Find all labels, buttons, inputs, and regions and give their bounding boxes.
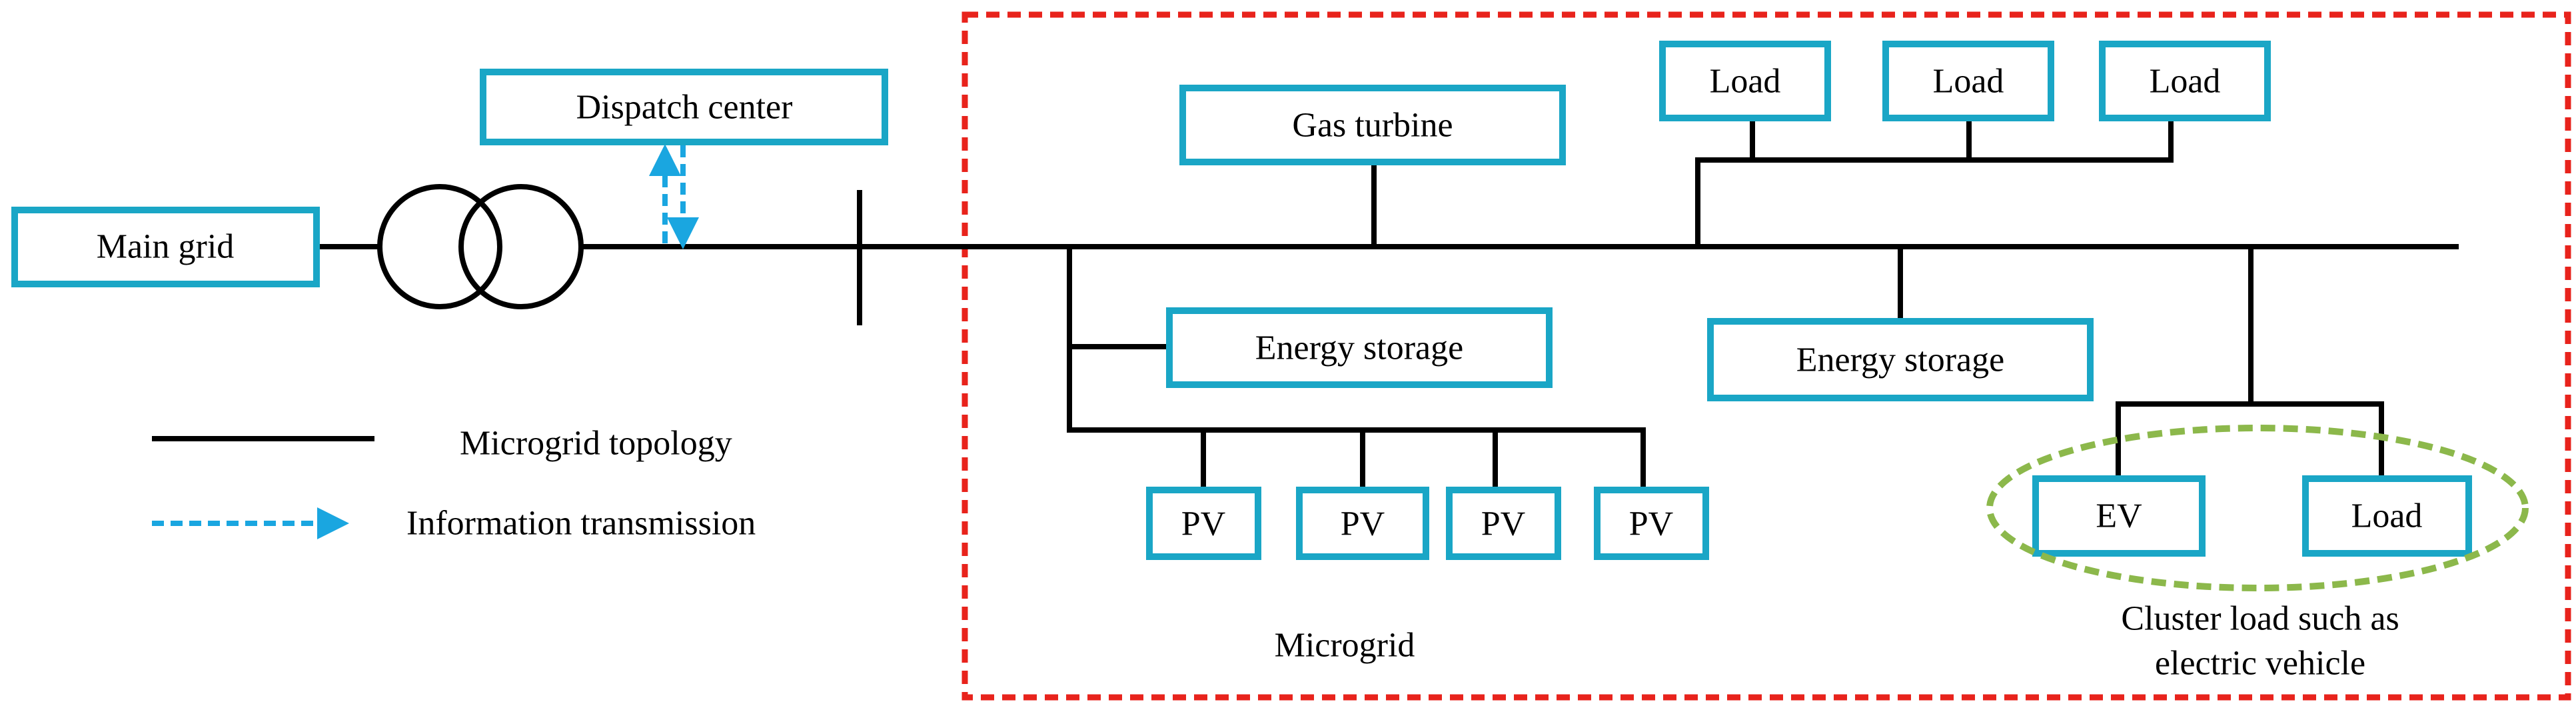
energy-storage-right-box: Energy storage [1707, 318, 2094, 401]
load-top-2-label: Load [1933, 63, 2004, 101]
cluster-caption-line1: Cluster load such as [2121, 600, 2399, 638]
energy-storage-right-label: Energy storage [1796, 341, 2004, 379]
legend: Microgrid topology Information transmiss… [152, 425, 756, 543]
dispatch-info-arrows [649, 144, 699, 249]
main-grid-label: Main grid [97, 228, 235, 266]
ev-box: EV [2032, 475, 2206, 557]
main-grid-box: Main grid [11, 207, 320, 287]
gas-turbine-box: Gas turbine [1179, 85, 1566, 165]
load-top-3-label: Load [2150, 63, 2221, 101]
load-cluster-label: Load [2351, 497, 2423, 535]
pv-3-label: PV [1481, 505, 1525, 543]
pv-1-box: PV [1146, 487, 1261, 560]
legend-information-label: Information transmission [406, 505, 756, 543]
ev-label: EV [2096, 497, 2142, 535]
load-cluster-box: Load [2302, 475, 2472, 557]
energy-storage-left-box: Energy storage [1166, 307, 1553, 388]
cluster-caption-line2: electric vehicle [2155, 645, 2365, 683]
load-top-1-label: Load [1710, 63, 1781, 101]
microgrid-caption: Microgrid [1275, 627, 1415, 665]
top-load-feeder [1695, 120, 2174, 247]
transformer-icon [377, 184, 584, 309]
pv-4-box: PV [1594, 487, 1709, 560]
dispatch-center-label: Dispatch center [576, 89, 793, 127]
cluster-ellipse [1986, 425, 2529, 591]
load-top-1-box: Load [1659, 41, 1831, 121]
pv-4-label: PV [1629, 505, 1673, 543]
load-top-2-box: Load [1882, 41, 2054, 121]
pv-3-box: PV [1446, 487, 1561, 560]
load-top-3-box: Load [2099, 41, 2271, 121]
gas-turbine-label: Gas turbine [1292, 107, 1453, 145]
pv-2-label: PV [1341, 505, 1385, 543]
pv-1-label: PV [1181, 505, 1225, 543]
energy-storage-left-label: Energy storage [1255, 329, 1463, 367]
microgrid-boundary [962, 11, 2571, 701]
legend-topology-label: Microgrid topology [460, 425, 732, 463]
cluster-feeder [2116, 247, 2384, 480]
dispatch-center-box: Dispatch center [480, 69, 888, 145]
pv-2-box: PV [1296, 487, 1429, 560]
pv-storage-feeder [1067, 247, 1646, 490]
